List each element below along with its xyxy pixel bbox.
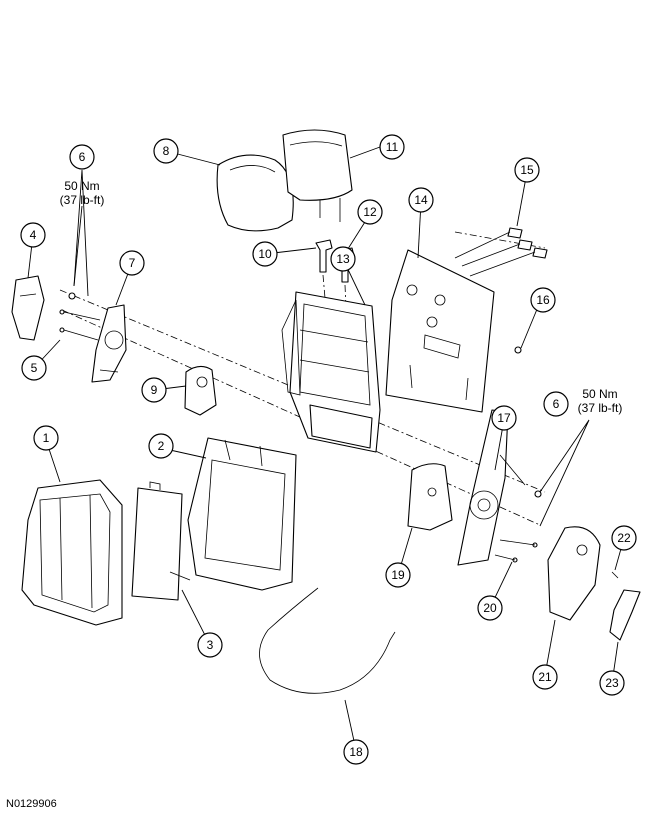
- svg-text:50 Nm: 50 Nm: [582, 387, 617, 401]
- svg-text:18: 18: [349, 745, 363, 759]
- svg-text:21: 21: [538, 670, 552, 684]
- callout-16: 16: [530, 287, 556, 313]
- svg-text:10: 10: [258, 247, 272, 261]
- svg-text:4: 4: [30, 228, 37, 242]
- part-22-pin: [611, 571, 619, 579]
- svg-text:12: 12: [363, 205, 377, 219]
- callout-2: 2: [148, 433, 174, 459]
- svg-text:16: 16: [536, 293, 550, 307]
- part-16-nut: [514, 346, 522, 354]
- part-2-seatback-pad: [187, 437, 297, 591]
- callout-11: 11: [379, 134, 405, 160]
- svg-text:9: 9: [151, 383, 158, 397]
- part-7-recliner-mechanism: [91, 304, 127, 383]
- svg-text:7: 7: [129, 256, 136, 270]
- part-4-side-shield: [11, 275, 45, 341]
- svg-text:5: 5: [31, 361, 38, 375]
- part-1-seatback-cushion: [21, 479, 123, 626]
- pivot-axis-line: [59, 289, 546, 493]
- callout-9: 9: [141, 377, 167, 403]
- svg-text:20: 20: [483, 601, 497, 615]
- callout-8: 8: [153, 138, 179, 164]
- callout-6-right: 6: [543, 391, 569, 417]
- svg-text:17: 17: [497, 411, 511, 425]
- callout-7: 7: [119, 250, 145, 276]
- callout-15: 15: [514, 157, 540, 183]
- part-10-guide-sleeve: [315, 239, 333, 273]
- svg-text:1: 1: [43, 431, 50, 445]
- callout-12: 12: [357, 199, 383, 225]
- callout-20: 20: [477, 595, 503, 621]
- part-19-recliner-cover: [407, 463, 453, 531]
- torque-spec-right: 50 Nm (37 lb-ft): [578, 387, 623, 415]
- figure-id-label: N0129906: [6, 798, 57, 810]
- callout-21: 21: [532, 664, 558, 690]
- part-14-seatback-panel: [385, 249, 495, 413]
- part-9-pivot-bracket: [184, 365, 217, 416]
- callout-17: 17: [491, 405, 517, 431]
- callout-23: 23: [599, 670, 625, 696]
- part-20-screws: [494, 539, 538, 563]
- part-13-seatback-frame: [281, 291, 381, 453]
- callout-18: 18: [343, 739, 369, 765]
- svg-text:6: 6: [79, 150, 86, 164]
- callout-6-left: 6: [69, 144, 95, 170]
- svg-text:(37 lb-ft): (37 lb-ft): [578, 401, 623, 415]
- part-3-heating-element: [131, 481, 191, 601]
- callout-5: 5: [21, 355, 47, 381]
- callout-3: 3: [197, 632, 223, 658]
- part-6-nut-right: [534, 490, 542, 498]
- part-15-bolts: [454, 227, 548, 277]
- svg-text:6: 6: [553, 397, 560, 411]
- pivot-axis-line-lower: [61, 309, 541, 526]
- callout-4: 4: [20, 222, 46, 248]
- part-21-side-shield: [547, 526, 601, 621]
- callout-10: 10: [252, 241, 278, 267]
- part-8-headrest-cover: [216, 154, 294, 232]
- svg-text:(37 lb-ft): (37 lb-ft): [60, 193, 105, 207]
- callout-1: 1: [33, 425, 59, 451]
- svg-text:11: 11: [386, 140, 399, 154]
- svg-text:50 Nm: 50 Nm: [64, 179, 99, 193]
- svg-text:15: 15: [520, 163, 534, 177]
- callout-13: 13: [330, 246, 356, 272]
- svg-text:2: 2: [158, 439, 165, 453]
- svg-text:3: 3: [207, 638, 214, 652]
- svg-text:23: 23: [605, 676, 619, 690]
- part-11-head-restraint: [282, 129, 353, 222]
- callout-22: 22: [611, 525, 637, 551]
- part-18-release-cable: [259, 587, 396, 694]
- svg-text:13: 13: [336, 252, 350, 266]
- part-6-nut-left: [68, 292, 76, 300]
- callout-14: 14: [408, 187, 434, 213]
- svg-text:22: 22: [617, 531, 631, 545]
- part-23-release-handle: [609, 589, 641, 641]
- torque-spec-left: 50 Nm (37 lb-ft): [60, 179, 105, 207]
- svg-text:19: 19: [391, 568, 405, 582]
- svg-text:8: 8: [163, 144, 170, 158]
- callout-19: 19: [385, 562, 411, 588]
- part-5-screws: [59, 309, 101, 341]
- svg-text:14: 14: [414, 193, 428, 207]
